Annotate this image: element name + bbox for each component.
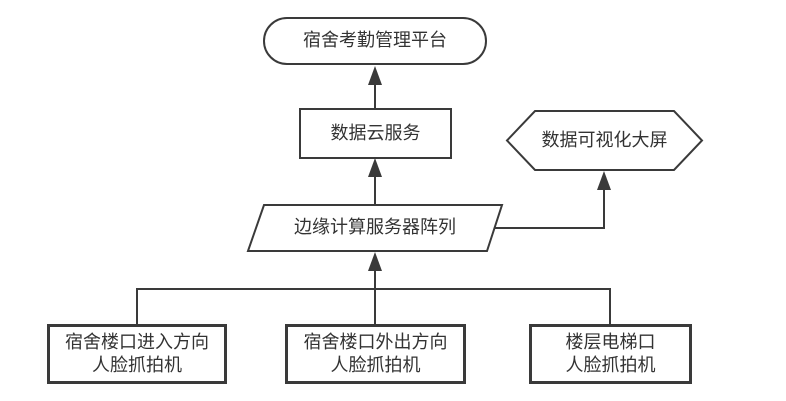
node-camera-entry-label-line2: 人脸抓拍机	[92, 355, 182, 375]
node-cloud-service: 数据云服务	[299, 108, 452, 159]
node-edge-servers-label: 边缘计算服务器阵列	[294, 217, 456, 238]
hexagon-shape	[505, 110, 704, 171]
camera-bus-line	[136, 288, 611, 324]
node-camera-elevator: 楼层电梯口 人脸抓拍机	[529, 324, 692, 384]
node-camera-entry: 宿舍楼口进入方向 人脸抓拍机	[47, 324, 227, 384]
node-visualization-screen: 数据可视化大屏	[507, 111, 702, 170]
edge-servers-to-bigscreen-arrowhead	[597, 171, 611, 190]
node-camera-elevator-label-line1: 楼层电梯口	[565, 331, 656, 352]
node-platform-label: 宿舍考勤管理平台	[303, 30, 447, 51]
node-camera-exit-label-line1: 宿舍楼口外出方向	[303, 331, 448, 352]
node-camera-exit: 宿舍楼口外出方向 人脸抓拍机	[285, 324, 466, 384]
node-camera-entry-label-line1: 宿舍楼口进入方向	[65, 331, 209, 352]
node-camera-elevator-label-line2: 人脸抓拍机	[565, 355, 656, 375]
node-edge-servers: 边缘计算服务器阵列	[248, 205, 502, 251]
node-cloud-service-label: 数据云服务	[330, 122, 421, 143]
edge-servers-to-bigscreen-line	[494, 190, 605, 229]
edge-cameras-to-servers-arrowhead	[368, 252, 382, 271]
edge-cloud-to-platform-arrowhead	[368, 66, 382, 85]
node-platform: 宿舍考勤管理平台	[263, 17, 487, 65]
node-camera-exit-label-line2: 人脸抓拍机	[330, 355, 421, 375]
edge-servers-to-cloud-arrowhead	[368, 158, 382, 177]
node-visualization-screen-label: 数据可视化大屏	[541, 129, 668, 150]
parallelogram-shape	[246, 204, 504, 252]
